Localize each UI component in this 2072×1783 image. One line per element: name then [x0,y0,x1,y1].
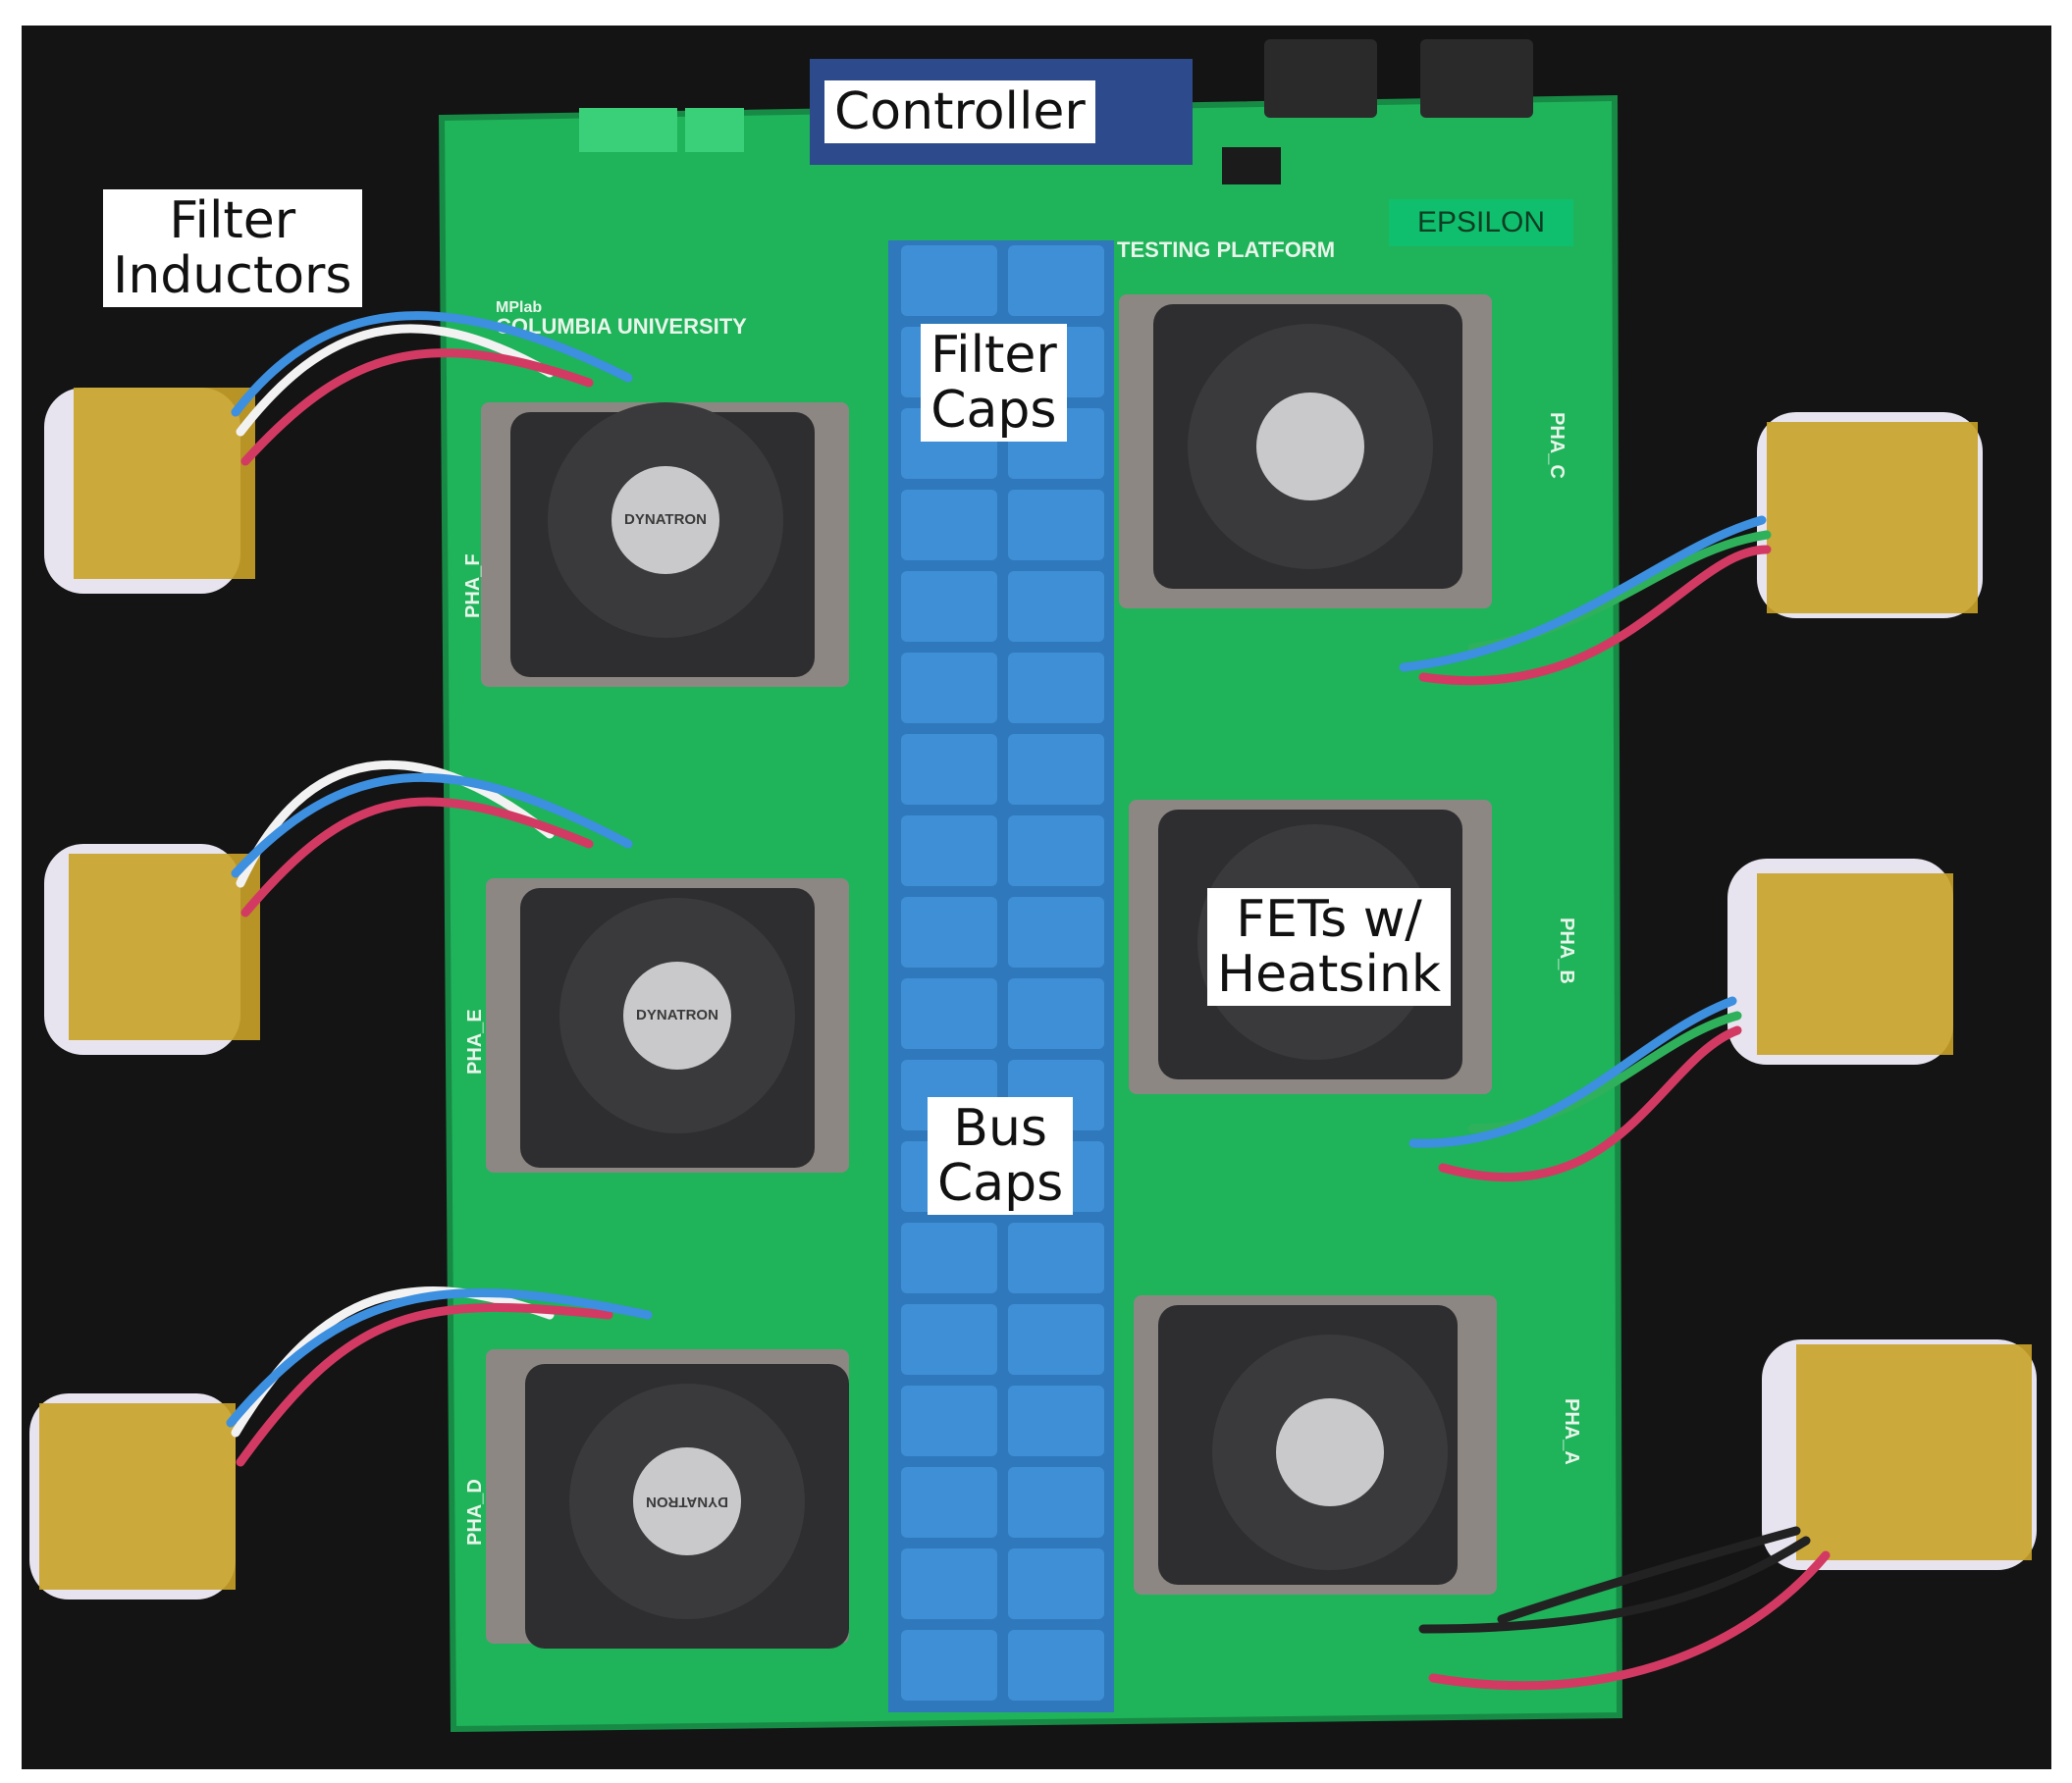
fan-brand-label: DYNATRON [646,1494,728,1510]
silk-pha-b: PHA_B [1556,918,1577,984]
header-pins [1222,147,1281,184]
silk-pha-f: PHA_F [462,553,484,618]
capacitor [901,815,997,886]
capacitor [1008,490,1104,560]
terminal-block-right [685,108,744,152]
silk-lab: MPlab [496,299,542,316]
capacitor [1008,653,1104,723]
inductor-left-middle [44,844,260,1055]
callout-fets-heatsink: FETs w/ Heatsink [1207,888,1451,1007]
capacitor [1008,897,1104,968]
capacitor [901,1467,997,1538]
capacitor [901,1223,997,1293]
capacitor [1008,245,1104,316]
fan-hub [623,962,731,1070]
inductor-left-bottom [29,1393,236,1599]
callout-fets-heatsink-line1: FETs w/ [1236,890,1422,949]
capacitor [901,571,997,642]
callout-controller: Controller [824,80,1095,144]
capacitor [901,1304,997,1375]
connector-db9-right [1420,39,1533,118]
fan-brand-label: DYNATRON [636,1007,718,1023]
callout-fets-heatsink-line2: Heatsink [1217,945,1441,1005]
inductor-right-bottom [1762,1339,2037,1570]
capacitor [1008,1548,1104,1619]
terminal-block-left [579,108,677,152]
capacitor [901,1386,997,1456]
heatsink-module-pha-f-top: DYNATRON [481,402,849,687]
callout-bus-caps-line1: Bus [953,1099,1047,1158]
wire-bundles [226,311,1831,1691]
capacitor [1008,571,1104,642]
heatsink-module-pha-c [1119,294,1492,608]
heatsink-module-pha-a [1134,1295,1497,1595]
heatsink-module-pha-d: DYNATRON [486,1349,849,1649]
silk-pha-c: PHA_C [1546,412,1567,479]
capacitor [1008,734,1104,805]
callout-filter-inductors-line2: Inductors [113,246,352,306]
callout-filter-caps-line2: Caps [930,381,1057,441]
callout-filter-caps-line1: Filter [930,326,1057,385]
silk-testing-platform: TESTING PLATFORM [1117,237,1335,262]
capacitor [901,245,997,316]
fan-brand-label: DYNATRON [624,511,707,528]
silk-pha-e: PHA_E [464,1009,486,1075]
callout-filter-caps: Filter Caps [921,324,1067,443]
capacitor [901,490,997,560]
capacitor [1008,1223,1104,1293]
fan-hub [633,1447,741,1555]
capacitor [1008,1630,1104,1701]
inductor-left-top [44,388,255,594]
silk-pha-a: PHA_A [1561,1398,1582,1465]
callout-filter-inductors-line1: Filter [169,191,296,250]
capacitor [1008,815,1104,886]
capacitor-grid [901,245,1104,1701]
callout-filter-inductors: Filter Inductors [103,189,362,308]
inductor-right-middle [1727,859,1953,1065]
silk-pha-d: PHA_D [464,1479,486,1546]
pcb-board-shade [438,94,1623,1733]
fan-hub [1256,393,1364,500]
capacitor [901,653,997,723]
capacitor [901,897,997,968]
heatsink-module-pha-e: DYNATRON [486,878,849,1173]
connector-db9-left [1264,39,1377,118]
inductor-right-top [1757,412,1983,618]
fan-hub [611,466,719,574]
capacitor [1008,1467,1104,1538]
fan-hub [1276,1398,1384,1506]
capacitor [1008,1386,1104,1456]
callout-bus-caps-line2: Caps [937,1154,1064,1214]
callout-bus-caps: Bus Caps [928,1097,1074,1216]
capacitor [1008,978,1104,1049]
capacitor [901,1548,997,1619]
capacitor [901,734,997,805]
capacitor [1008,1304,1104,1375]
capacitor [901,978,997,1049]
board-badge-epsilon: EPSILON [1389,199,1573,246]
capacitor [901,1630,997,1701]
